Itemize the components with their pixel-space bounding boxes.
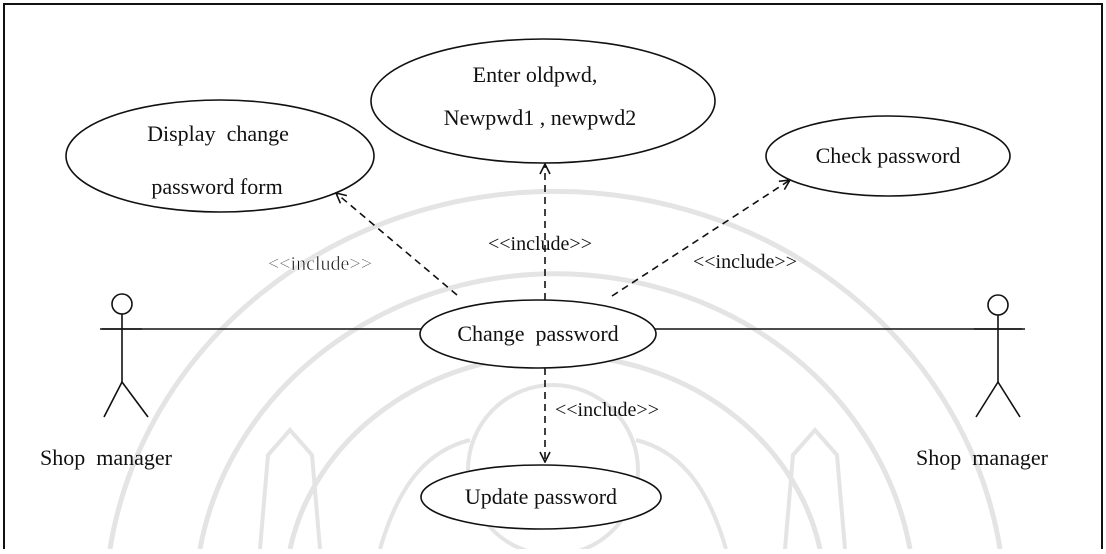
include-label-check: <<include>>	[693, 251, 797, 273]
include-arrow-display	[336, 193, 458, 296]
use-case-display-form	[65, 99, 375, 213]
actor-right-figure	[974, 294, 1022, 418]
use-case-update-password	[420, 464, 662, 530]
diagram-border	[3, 3, 1103, 554]
actor-left-figure	[102, 293, 149, 418]
check-password-label: Check password	[816, 143, 961, 168]
change-password-label: Change password	[457, 321, 618, 346]
actor-left-label: Shop manager	[40, 445, 173, 470]
include-label-enter: <<include>>	[488, 233, 592, 255]
use-case-check-password	[765, 115, 1011, 197]
enter-pwd-line1: Enter oldpwd,	[473, 62, 598, 87]
use-case-change-password	[419, 299, 657, 369]
display-form-line2: password form	[151, 174, 282, 199]
actor-right-label: Shop manager	[916, 445, 1049, 470]
include-label-update: <<include>>	[555, 399, 659, 421]
use-case-enter-pwd	[370, 38, 716, 164]
display-form-line1: Display change	[147, 121, 289, 146]
include-label-display: <<include>>	[268, 253, 372, 275]
update-password-label: Update password	[465, 484, 617, 509]
enter-pwd-line2: Newpwd1 , newpwd2	[444, 105, 636, 130]
